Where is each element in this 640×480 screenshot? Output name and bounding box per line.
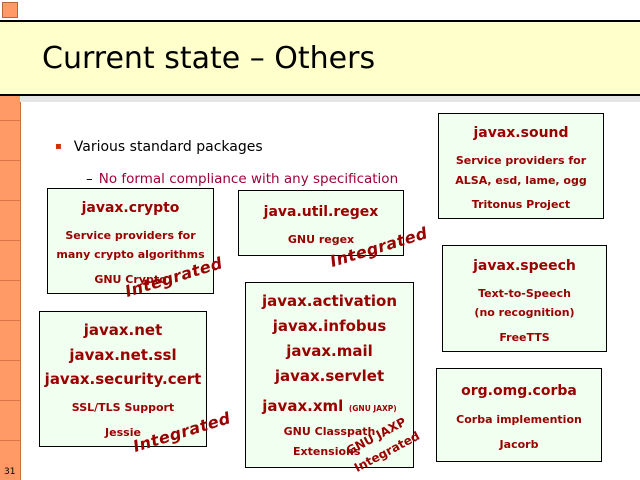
strip-tick xyxy=(0,360,20,361)
box-activation-line2: Extensions xyxy=(293,445,361,458)
box-crypto: javax.crypto Service providers for many … xyxy=(47,188,214,294)
box-sound-line1: Service providers for xyxy=(455,154,587,167)
box-activation: javax.activation javax.infobus javax.mai… xyxy=(245,282,414,468)
box-sound-line3: Tritonus Project xyxy=(471,198,571,211)
box-crypto-line2: many crypto algorithms xyxy=(56,248,205,261)
box-activation-title5-row: javax.xml (GNU JAXP) xyxy=(246,398,413,414)
box-speech-title: javax.speech xyxy=(473,258,576,274)
left-accent-strip xyxy=(0,0,21,480)
strip-tick xyxy=(0,280,20,281)
box-sound-title: javax.sound xyxy=(473,125,569,141)
box-speech-line3: FreeTTS xyxy=(499,331,550,344)
box-activation-title1: javax.activation xyxy=(261,292,398,310)
box-regex-line1: GNU regex xyxy=(287,233,355,246)
bullet-level1-text: Various standard packages xyxy=(73,139,263,155)
box-net-title2: javax.net.ssl xyxy=(69,346,177,364)
box-activation-title5: javax.xml xyxy=(262,397,344,415)
box-net-line2: Jessie xyxy=(105,426,141,439)
square-bullet-icon: ▪ xyxy=(55,141,62,152)
title-header xyxy=(0,20,640,96)
dash-bullet-icon: – xyxy=(86,171,93,187)
box-activation-title2: javax.infobus xyxy=(272,317,387,335)
page-title: Current state – Others xyxy=(42,41,376,76)
strip-tick xyxy=(0,240,20,241)
box-activation-line1: GNU Classpath xyxy=(283,425,376,438)
box-speech-line1: Text-to-Speech xyxy=(478,287,571,300)
bullet-level1: ▪ Various standard packages xyxy=(55,139,263,155)
strip-tick xyxy=(0,320,20,321)
header-shadow xyxy=(20,96,640,102)
box-crypto-line3: GNU Crypto xyxy=(94,273,167,286)
bullet-level2: –No formal compliance with any specifica… xyxy=(86,171,398,187)
box-sound-line2: ALSA, esd, lame, ogg xyxy=(455,174,587,187)
box-crypto-title: javax.crypto xyxy=(81,200,180,216)
box-net-title1: javax.net xyxy=(83,321,163,339)
box-corba-line2: Jacorb xyxy=(499,438,539,451)
corner-square xyxy=(2,2,18,18)
box-speech: javax.speech Text-to-Speech (no recognit… xyxy=(442,245,607,352)
box-net: javax.net javax.net.ssl javax.security.c… xyxy=(39,311,207,447)
box-regex-title: java.util.regex xyxy=(263,204,379,220)
box-crypto-line1: Service providers for xyxy=(65,229,196,242)
box-sound: javax.sound Service providers for ALSA, … xyxy=(438,113,604,219)
strip-tick xyxy=(0,160,20,161)
box-speech-line2: (no recognition) xyxy=(474,306,575,319)
box-corba: org.omg.corba Corba implemention Jacorb xyxy=(436,368,602,462)
strip-tick xyxy=(0,440,20,441)
box-regex: java.util.regex GNU regex xyxy=(238,190,404,256)
box-net-line1: SSL/TLS Support xyxy=(71,401,175,414)
bullet-level2-text: No formal compliance with any specificat… xyxy=(98,171,399,187)
box-activation-title5-note: (GNU JAXP) xyxy=(348,404,397,413)
strip-tick xyxy=(0,400,20,401)
box-corba-title: org.omg.corba xyxy=(461,383,577,399)
box-activation-title3: javax.mail xyxy=(286,342,373,360)
box-net-title3: javax.security.cert xyxy=(44,370,202,388)
strip-tick xyxy=(0,120,20,121)
strip-tick xyxy=(0,200,20,201)
box-corba-line1: Corba implemention xyxy=(456,413,582,426)
top-bar xyxy=(0,0,640,20)
page-number: 31 xyxy=(4,467,16,477)
box-activation-title4: javax.servlet xyxy=(274,367,385,385)
